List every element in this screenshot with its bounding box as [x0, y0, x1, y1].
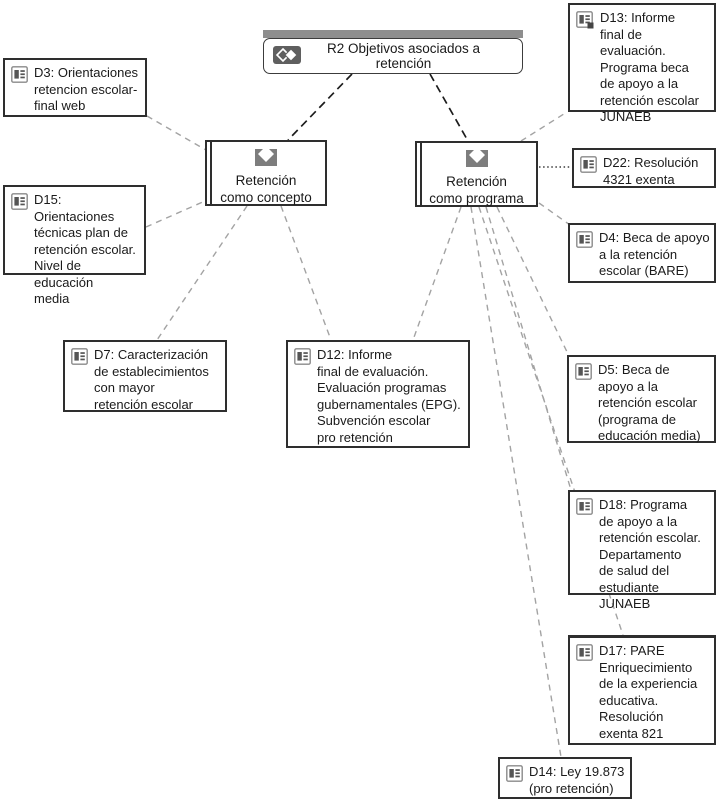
- code-icon: [255, 146, 277, 166]
- document-node-d3[interactable]: D3: Orientaciones retencion escolar- fin…: [3, 58, 147, 117]
- document-icon: [294, 348, 311, 370]
- document-node-d15[interactable]: D15: Orientaciones técnicas plan de rete…: [3, 185, 146, 306]
- document-icon: [11, 66, 28, 88]
- document-node-label: D12: Informe final de evaluación. Evalua…: [317, 347, 461, 445]
- document-node-d14[interactable]: D14: Ley 19.873 (pro retención): [498, 757, 632, 799]
- document-node-label: D17: PARE Enriquecimiento de la experien…: [599, 643, 698, 741]
- document-node-label: D4: Beca de apoyo a la retención escolar…: [599, 230, 710, 278]
- edge-d3-concepto[interactable]: [146, 115, 207, 151]
- document-icon: [575, 363, 592, 385]
- document-node-d5[interactable]: D5: Beca de apoyo a la retención escolar…: [567, 355, 716, 443]
- edge-programa-d13[interactable]: [520, 111, 568, 142]
- network-node-header-bar: [263, 30, 523, 38]
- document-node-d7[interactable]: D7: Caracterización de establecimientos …: [63, 340, 227, 412]
- network-icon: [273, 45, 301, 68]
- edge-concepto-d7[interactable]: [156, 205, 248, 341]
- edge-programa-d4[interactable]: [538, 202, 571, 226]
- document-node-d4[interactable]: D4: Beca de apoyo a la retención escolar…: [568, 223, 716, 283]
- edge-programa-d12[interactable]: [412, 206, 462, 341]
- document-node-label: D13: Informe final de evaluación. Progra…: [600, 10, 699, 124]
- document-node-d18[interactable]: D18: Programa de apoyo a la retención es…: [568, 490, 716, 611]
- document-node-label: D22: Resolución 4321 exenta: [603, 155, 699, 187]
- document-icon: [11, 193, 28, 215]
- edge-r2-programa[interactable]: [429, 73, 469, 142]
- document-icon: [71, 348, 88, 370]
- code-node-label: Retención como programa: [429, 174, 524, 206]
- document-node-label: D5: Beca de apoyo a la retención escolar…: [598, 362, 701, 443]
- document-node-label: D18: Programa de apoyo a la retención es…: [599, 497, 701, 611]
- document-node-d12[interactable]: D12: Informe final de evaluación. Evalua…: [286, 340, 470, 448]
- code-node-label: Retención como concepto: [220, 173, 312, 205]
- edge-programa-d18[interactable]: [485, 206, 572, 491]
- document-node-d13[interactable]: D13: Informe final de evaluación. Progra…: [568, 3, 716, 124]
- document-node-label: D14: Ley 19.873 (pro retención): [529, 764, 625, 796]
- edge-d15-concepto[interactable]: [145, 200, 206, 228]
- document-icon: [580, 156, 597, 178]
- document-icon: [576, 498, 593, 520]
- document-icon: [576, 644, 593, 666]
- document-node-label: D3: Orientaciones retencion escolar- fin…: [34, 65, 139, 113]
- document-memo-icon: [576, 11, 594, 34]
- edge-programa-d14[interactable]: [470, 206, 562, 758]
- code-node-retencion-como-programa[interactable]: Retención como programa: [415, 141, 538, 207]
- edge-concepto-d12[interactable]: [280, 205, 332, 341]
- edge-programa-d5[interactable]: [496, 206, 570, 357]
- document-node-label: D15: Orientaciones técnicas plan de rete…: [34, 192, 136, 306]
- code-icon: [465, 147, 488, 167]
- network-node-label: R2 Objetivos asociados a retención: [326, 41, 481, 71]
- document-node-label: D7: Caracterización de establecimientos …: [94, 347, 209, 412]
- network-node-r2[interactable]: R2 Objetivos asociados a retención: [263, 38, 523, 74]
- document-node-d22[interactable]: D22: Resolución 4321 exenta: [572, 148, 716, 188]
- document-icon: [506, 765, 523, 787]
- code-node-retencion-como-concepto[interactable]: Retención como concepto: [205, 140, 327, 206]
- edge-r2-concepto[interactable]: [287, 73, 353, 141]
- document-icon: [576, 231, 593, 253]
- document-node-d17[interactable]: D17: PARE Enriquecimiento de la experien…: [568, 635, 716, 745]
